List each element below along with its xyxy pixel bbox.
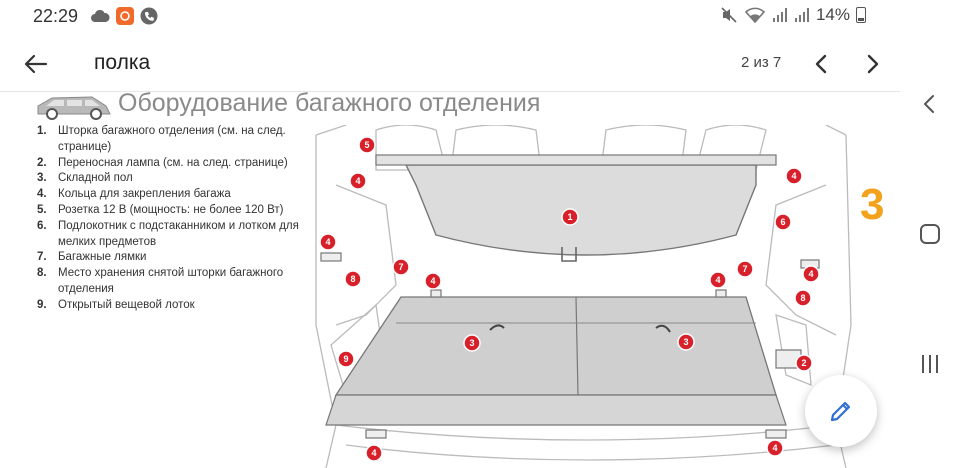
svg-text:4: 4 — [715, 275, 720, 285]
callout-marker: 4 — [319, 233, 337, 251]
edit-button[interactable] — [805, 375, 877, 447]
svg-text:2: 2 — [801, 358, 806, 368]
wifi-icon — [744, 7, 766, 24]
list-item: 4.Кольца для закрепления багажа — [37, 188, 231, 201]
callout-marker: 6 — [774, 213, 792, 231]
svg-text:4: 4 — [791, 171, 796, 181]
callout-marker: 4 — [785, 167, 803, 185]
search-query-input[interactable]: полка — [94, 51, 151, 74]
svg-text:8: 8 — [800, 293, 805, 303]
callout-marker: 1 — [561, 208, 579, 226]
callout-marker: 3 — [677, 333, 695, 351]
nav-back-icon[interactable] — [918, 92, 940, 116]
match-count: 2 из 7 — [741, 54, 782, 71]
page-marker: 3 — [860, 180, 885, 229]
trunk-diagram: 1 2 3 3 4 4 4 4 4 4 4 4 5 6 7 7 8 8 9 — [315, 125, 852, 468]
system-nav-bar — [900, 32, 960, 468]
svg-text:9: 9 — [343, 354, 348, 364]
callout-marker: 7 — [392, 258, 410, 276]
svg-text:4: 4 — [772, 443, 777, 453]
svg-text:6: 6 — [780, 217, 785, 227]
app-notification-icon — [116, 7, 134, 25]
svg-text:3: 3 — [683, 337, 688, 347]
list-item: 8.Место хранения снятой шторки багажного… — [37, 267, 284, 295]
pencil-icon — [830, 401, 851, 422]
svg-text:4: 4 — [430, 276, 435, 286]
document-page: Оборудование багажного отделения 1.Шторк… — [0, 92, 900, 468]
svg-text:5: 5 — [364, 140, 369, 150]
svg-text:7: 7 — [398, 262, 403, 272]
phone-icon — [140, 7, 158, 25]
callout-marker: 4 — [709, 271, 727, 289]
callout-marker: 3 — [463, 334, 481, 352]
equipment-list: 1.Шторка багажного отделения (см. на сле… — [37, 124, 307, 314]
list-item: 3.Складной пол — [37, 172, 133, 185]
svg-text:4: 4 — [355, 176, 360, 186]
svg-text:3: 3 — [469, 338, 474, 348]
back-arrow-icon[interactable] — [22, 50, 50, 78]
callout-marker: 9 — [337, 350, 355, 368]
next-match-button[interactable] — [860, 50, 886, 78]
signal-icon — [772, 8, 787, 22]
signal-icon — [794, 8, 809, 22]
list-item: 2.Переносная лампа (см. на след. страниц… — [37, 156, 288, 169]
nav-home-icon[interactable] — [918, 222, 942, 246]
callout-marker: 4 — [424, 272, 442, 290]
svg-text:4: 4 — [808, 269, 813, 279]
list-item: 6.Подлокотник с подстаканником и лотком … — [37, 219, 299, 248]
callout-marker: 5 — [358, 136, 376, 154]
callout-marker: 8 — [794, 289, 812, 307]
list-item: 9.Открытый вещевой лоток — [37, 298, 195, 311]
status-time: 22:29 — [33, 6, 79, 26]
status-bar: 22:29 14% — [0, 0, 960, 32]
callout-marker: 4 — [802, 265, 820, 283]
svg-text:4: 4 — [325, 237, 330, 247]
callout-marker: 2 — [795, 354, 813, 372]
battery-icon — [856, 7, 866, 23]
mute-icon — [721, 7, 737, 23]
cloud-icon — [91, 9, 110, 22]
callout-marker: 4 — [365, 444, 383, 462]
find-in-page-bar: полка 2 из 7 — [0, 36, 900, 92]
svg-text:4: 4 — [371, 448, 376, 458]
svg-text:7: 7 — [742, 264, 747, 274]
document-title: Оборудование багажного отделения — [118, 92, 541, 117]
battery-percent: 14% — [815, 5, 850, 24]
list-item: 5.Розетка 12 В (мощность: не более 120 В… — [37, 203, 284, 216]
callout-markers: 1 2 3 3 4 4 4 4 4 4 4 4 5 6 7 7 8 8 9 — [319, 136, 820, 462]
list-item: 1.Шторка багажного отделения (см. на сле… — [37, 125, 286, 153]
callout-marker: 4 — [349, 172, 367, 190]
callout-marker: 7 — [736, 260, 754, 278]
callout-marker: 4 — [766, 439, 784, 457]
svg-text:8: 8 — [350, 274, 355, 284]
car-icon — [37, 96, 111, 120]
previous-match-button[interactable] — [808, 50, 834, 78]
svg-text:1: 1 — [567, 212, 572, 222]
list-item: 7.Багажные лямки — [37, 251, 147, 264]
callout-marker: 8 — [344, 270, 362, 288]
nav-recents-icon[interactable] — [918, 352, 942, 376]
